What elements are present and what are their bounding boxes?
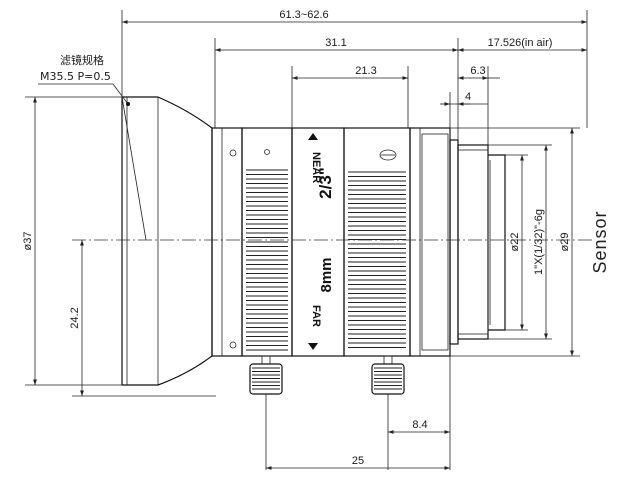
- near-arrow: [308, 133, 318, 140]
- filter-spec-value: M35.5 P=0.5: [40, 70, 111, 83]
- format-marking: 2/3": [316, 167, 335, 199]
- c-mount-rear: [488, 154, 506, 331]
- dim-mount-thread-label: 1"X(1/32)"-6g: [533, 209, 545, 275]
- dim-4-label: 4: [465, 91, 471, 103]
- dim-21-3-label: 21.3: [355, 65, 376, 77]
- iris-lock-screw: [371, 355, 405, 395]
- collar-screw: [229, 149, 237, 157]
- focus-ring-knurling: [246, 169, 288, 351]
- near-marking: NEAR: [310, 152, 322, 183]
- sensor-label: Sensor: [590, 210, 610, 273]
- iris-slot: [379, 149, 397, 161]
- far-arrow: [308, 343, 318, 350]
- focus-lock-screw: [249, 355, 283, 395]
- focal-length-marking: 8mm: [318, 257, 335, 292]
- far-marking: FAR: [310, 305, 322, 327]
- collar-screw-lower: [229, 341, 237, 349]
- filter-leader-line: [112, 83, 129, 105]
- rear-body: [409, 127, 451, 357]
- lens-markings: NEAR 2/3" 8mm FAR: [308, 133, 335, 350]
- filter-thread-curve: [121, 96, 147, 241]
- collar: [211, 127, 243, 357]
- dim-diameter-22-label: ø22: [509, 233, 521, 252]
- c-mount-thread: [457, 144, 489, 340]
- dimension-lines: 61.3~62.6 31.1 17.526(in air) 21.3 6.3 4…: [22, 9, 588, 470]
- dim-24-2-label: 24.2: [69, 307, 81, 328]
- filter-spec-callout: 滤镜规格 M35.5 P=0.5: [38, 53, 130, 106]
- front-barrel: [121, 96, 213, 386]
- dim-31-1-label: 31.1: [325, 37, 346, 49]
- dim-front-diameter-label: ø37: [22, 232, 34, 251]
- dim-8-4-label: 8.4: [412, 419, 427, 431]
- dim-diameter-29-label: ø29: [559, 233, 571, 252]
- mount-flange: [449, 139, 459, 345]
- dim-overall-length-label: 61.3~62.6: [279, 9, 328, 21]
- filter-spec-title: 滤镜规格: [60, 53, 104, 67]
- focus-ring-dot: [264, 149, 270, 155]
- iris-ring-knurling: [348, 171, 406, 348]
- lens-body: [121, 96, 506, 395]
- dim-25-label: 25: [352, 455, 364, 467]
- dim-back-focus-label: 17.526(in air): [488, 37, 553, 49]
- iris-ring: [343, 127, 411, 357]
- dim-6-3-label: 6.3: [470, 65, 485, 77]
